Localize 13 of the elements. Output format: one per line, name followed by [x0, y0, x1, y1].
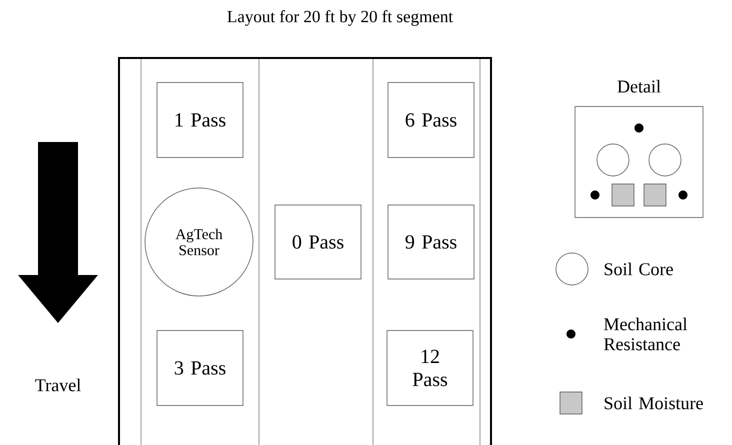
legend-label: Mechanical Resistance [604, 318, 688, 350]
legend-label: Soil Core [604, 262, 673, 276]
pass-box: 1 Pass [156, 82, 244, 158]
title: Layout for 20 ft by 20 ft segment [227, 10, 453, 26]
pass-box: 0 Pass [274, 204, 362, 280]
pass-box: 9 Pass [388, 204, 474, 280]
pass-box: 3 Pass [156, 330, 244, 406]
pass-box: 12 Pass [386, 330, 474, 406]
node-label: Detail [618, 80, 661, 93]
travel-label: Travel [35, 378, 81, 392]
pass-box: 6 Pass [388, 82, 474, 158]
detail-box: Detail [574, 80, 704, 218]
legend-label: Soil Moisture [604, 396, 703, 410]
